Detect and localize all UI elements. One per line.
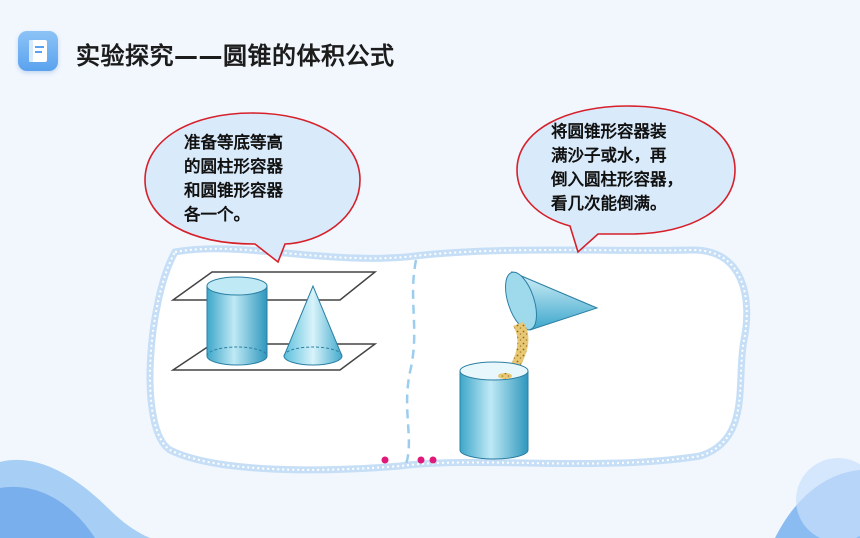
- bubble-line: 准备等底等高: [184, 133, 283, 152]
- cylinder-left: [206, 276, 268, 366]
- top-plane: [170, 271, 378, 301]
- cylinder-right: [459, 361, 529, 460]
- panel-divider: [404, 259, 418, 465]
- page-title: 实验探究——圆锥的体积公式: [76, 42, 395, 70]
- bubble-line: 和圆锥形容器: [184, 181, 283, 200]
- bubble-text-right: 将圆锥形容器装 满沙子或水，再 倒入圆柱形容器， 看几次能倒满。: [551, 120, 721, 216]
- dot-marker: [429, 456, 437, 464]
- corner-bubble-right: [796, 458, 860, 538]
- bubble-line: 各一个。: [184, 205, 250, 224]
- speech-bubble-left: [144, 112, 361, 264]
- notebook-icon: [18, 31, 58, 71]
- bubble-line: 将圆锥形容器装: [551, 122, 667, 141]
- speech-bubble-right: [516, 105, 736, 254]
- bubble-line: 的圆柱形容器: [184, 157, 283, 176]
- bubble-text-left: 准备等底等高 的圆柱形容器 和圆锥形容器 各一个。: [184, 131, 324, 227]
- cone-left: [283, 284, 343, 366]
- bubble-line: 倒入圆柱形容器，: [551, 170, 683, 189]
- pouring-cone: [505, 271, 599, 331]
- bubble-line: 看几次能倒满。: [551, 194, 667, 213]
- bubble-line: 满沙子或水，再: [551, 146, 667, 165]
- dot-marker: [381, 456, 389, 464]
- dot-marker: [417, 456, 425, 464]
- corner-wave-left-inner: [0, 486, 95, 538]
